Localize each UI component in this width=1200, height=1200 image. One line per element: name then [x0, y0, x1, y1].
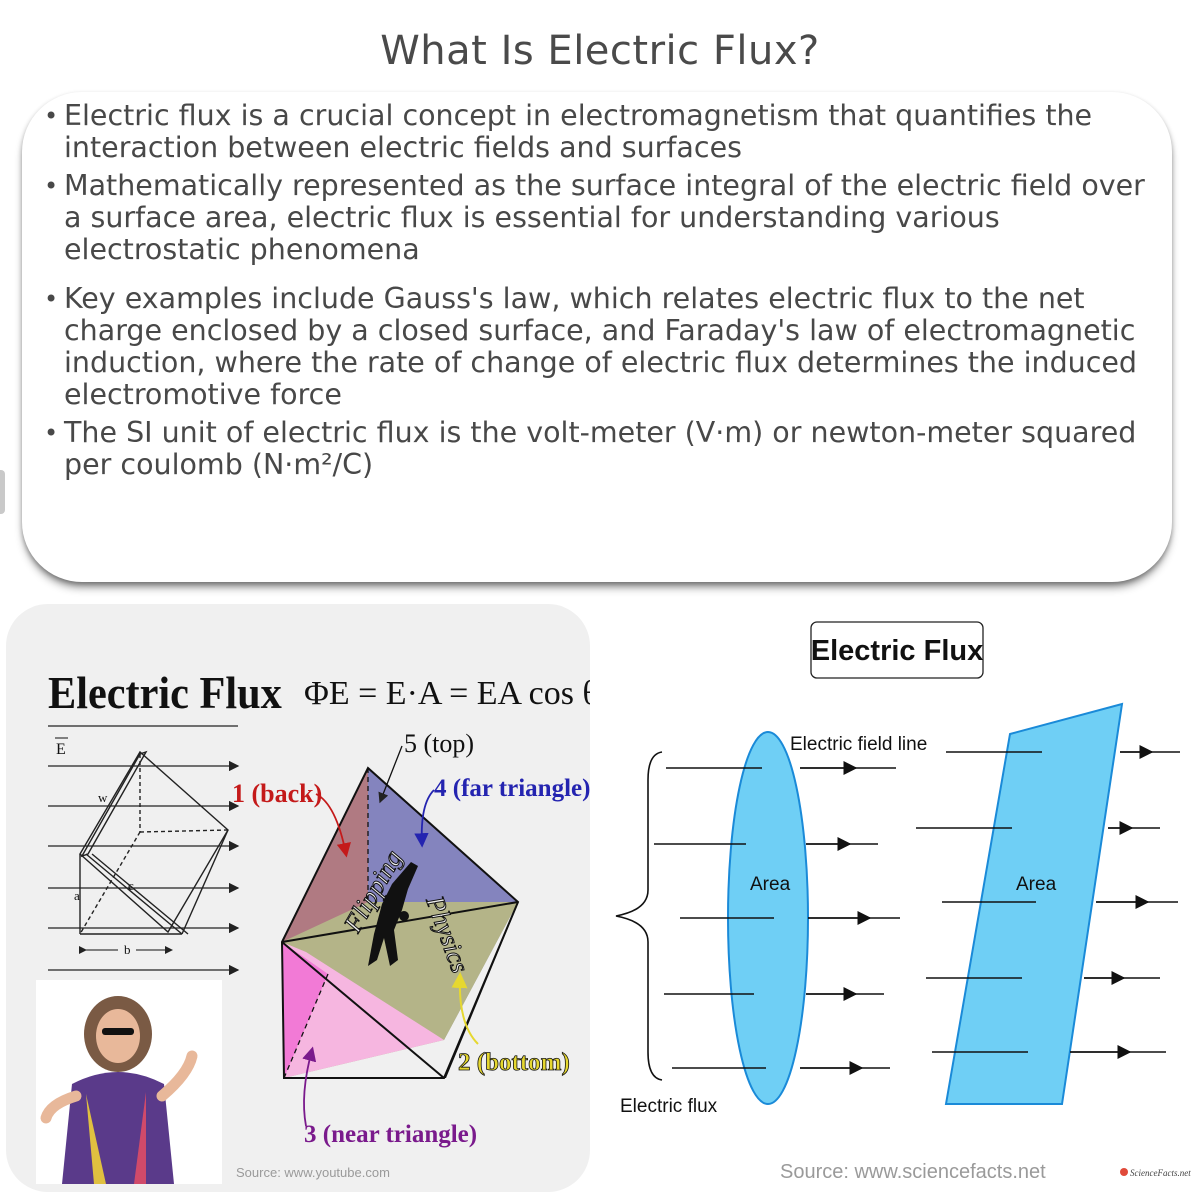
page-title: What Is Electric Flux? — [380, 28, 820, 74]
flipping-physics-logo-icon — [368, 862, 418, 966]
flux-label: Electric flux — [620, 1096, 718, 1117]
presenter-photo — [36, 980, 222, 1184]
arrow-near — [302, 1046, 317, 1127]
dim-w: w — [98, 790, 108, 805]
sciencefacts-logo-icon — [1120, 1168, 1128, 1176]
flux-brace — [615, 751, 663, 1081]
bullet-item: Electric flux is a crucial concept in el… — [44, 100, 1154, 164]
field-lines-right — [916, 745, 1180, 1059]
label-bottom: 2 (bottom) — [458, 1049, 570, 1076]
bullet-item: Key examples include Gauss's law, which … — [44, 283, 1154, 411]
source-right: Source: www.sciencefacts.net — [780, 1161, 1046, 1183]
prism-diagram: Electric Flux ΦE = E·A = EA cos θ E — [36, 667, 590, 1184]
field-lines-left — [654, 761, 900, 1075]
label-back: 1 (back) — [232, 779, 322, 808]
dim-b: b — [124, 942, 131, 957]
arrow-bottom — [451, 972, 479, 1045]
e-vector-label: E — [56, 741, 66, 758]
arrow-back — [315, 793, 351, 858]
heading-box — [810, 621, 984, 679]
logo-text: ScienceFacts.net — [1130, 1168, 1191, 1178]
arrow-far — [414, 789, 435, 848]
field-line-label: Electric field line — [790, 734, 927, 755]
dim-a: a — [74, 888, 80, 903]
label-top: 5 (top) — [404, 729, 474, 758]
bullet-item: The SI unit of electric flux is the volt… — [44, 417, 1154, 481]
flux-prism-illustration: Electric Flux ΦE = E·A = EA cos θ E — [6, 604, 590, 1192]
bullet-item: Mathematically represented as the surfac… — [44, 170, 1154, 266]
area-label-2: Area — [1016, 874, 1057, 895]
illustration-heading: Electric Flux — [48, 667, 282, 718]
tilted-surface — [944, 702, 1124, 1105]
label-far: 4 (far triangle) — [434, 775, 590, 802]
source-left: Source: www.youtube.com — [236, 1165, 390, 1180]
edge-marker — [0, 470, 5, 514]
field-line-diagram: Electric Flux Area Area Electric f — [615, 621, 1191, 1183]
flux-formula: ΦE = E·A = EA cos θ — [304, 675, 590, 712]
arrow-top — [378, 745, 403, 804]
area-label-1: Area — [750, 874, 791, 895]
field-lines — [48, 725, 240, 976]
label-near: 3 (near triangle) — [304, 1121, 477, 1148]
wireframe-prism — [79, 750, 229, 935]
bullet-list: Electric flux is a crucial concept in el… — [44, 100, 1154, 481]
dim-c: c — [128, 878, 134, 893]
figure-heading: Electric Flux — [811, 635, 983, 667]
colored-prism — [280, 766, 520, 1079]
flux-field-lines-figure: Electric Flux Area Area Electric f — [600, 604, 1196, 1194]
